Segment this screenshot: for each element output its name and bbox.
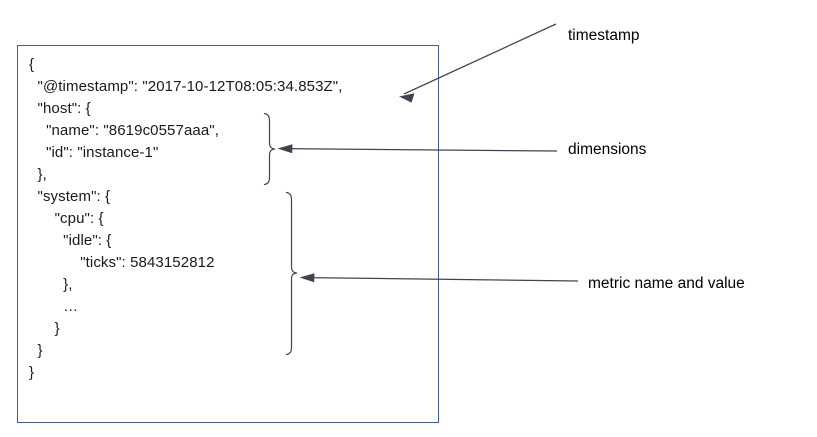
json-line-timestamp: "@timestamp": "2017-10-12T08:05:34.853Z"… (29, 78, 343, 95)
annotation-label-metric: metric name and value (588, 275, 745, 292)
json-document-code: { "@timestamp": "2017-10-12T08:05:34.853… (29, 54, 342, 384)
json-line-cpu-open: "cpu": { (29, 210, 104, 227)
json-line-host-name: "name": "8619c0557aaa", (29, 122, 219, 139)
json-line-system-open: "system": { (29, 188, 111, 205)
json-line-host-id: "id": "instance-1" (29, 144, 159, 161)
json-line-idle-open: "idle": { (29, 232, 112, 249)
json-line-host-open: "host": { (29, 100, 91, 117)
json-line-cpu-close: } (29, 320, 60, 337)
json-line-host-close: }, (29, 166, 47, 183)
annotation-label-dimensions: dimensions (568, 141, 647, 158)
json-line-ellipsis: … (29, 298, 79, 315)
json-line-idle-close: }, (29, 276, 73, 293)
json-line-root-close: } (29, 364, 35, 381)
json-line: { (29, 56, 35, 73)
annotation-label-timestamp: timestamp (568, 27, 640, 44)
json-line-ticks: "ticks": 5843152812 (29, 254, 215, 271)
json-document-box: { "@timestamp": "2017-10-12T08:05:34.853… (17, 45, 439, 423)
json-line-system-close: } (29, 342, 43, 359)
